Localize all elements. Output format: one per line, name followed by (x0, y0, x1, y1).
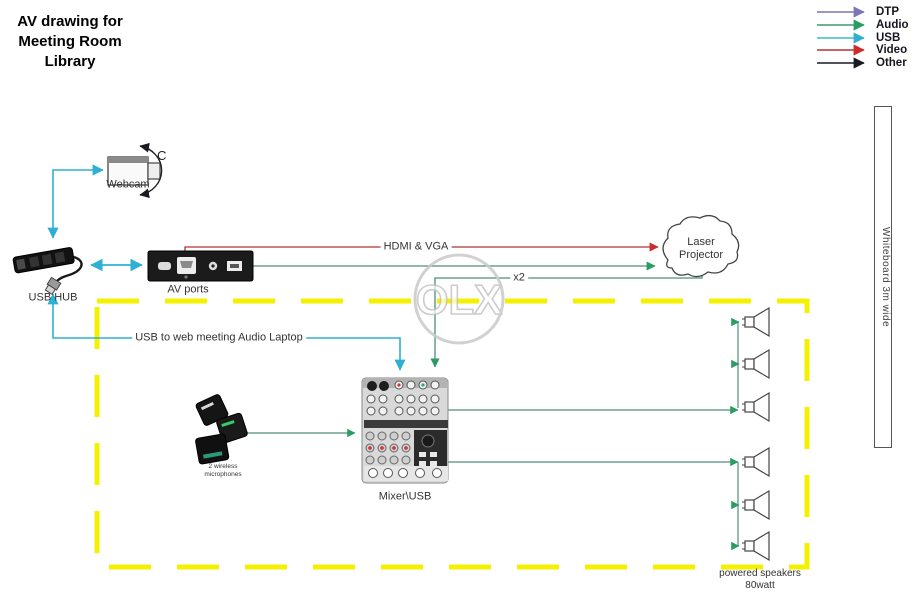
watermark-text: OLX (416, 276, 502, 323)
webcam-label: Webcam (106, 178, 150, 191)
mixer-label: Mixer\USB (378, 490, 432, 503)
speaker-group (741, 307, 770, 561)
speaker-icon (741, 349, 770, 379)
speaker-icon (741, 392, 770, 422)
x2-wire-label: x2 (510, 271, 528, 285)
speaker-icon (741, 490, 770, 520)
laser-projector-icon (662, 214, 740, 278)
mixer-icon (361, 377, 449, 484)
legend-label-audio: Audio (876, 19, 909, 31)
usb-hub-icon (12, 247, 83, 296)
speaker-icon (741, 531, 770, 561)
usb-hub-label: USB HUB (28, 291, 78, 304)
hdmi-port-icon (158, 262, 171, 270)
speaker-icon (741, 307, 770, 337)
wire-hub-webcam (47, 164, 104, 239)
webcam-icon (107, 142, 163, 199)
speaker-icon (741, 447, 770, 477)
av-ports-icon (147, 250, 254, 282)
legend-label-dtp: DTP (876, 6, 899, 18)
powered-speakers-label: powered speakers 80watt (719, 568, 801, 591)
rotation-arrow-icon (139, 142, 163, 199)
legend-label-other: Other (876, 57, 907, 69)
legend-label-usb: USB (876, 32, 901, 44)
microphones-label: 2 wireless microphones (204, 462, 242, 478)
laser-projector-label: Laser Projector (678, 235, 724, 261)
watermark: OLX (413, 253, 505, 345)
page-title: AV drawing for Meeting Room Library (17, 13, 123, 70)
wire-mixer-bottom-speakers (448, 457, 740, 551)
room-boundary (94, 298, 810, 570)
wire-hdmi-vga (184, 242, 659, 252)
legend-label-video: Video (876, 44, 908, 56)
wireless-mics-icon (195, 394, 248, 465)
hdmi-vga-wire-label: HDMI & VGA (380, 240, 452, 254)
whiteboard: Whiteboard 3m wide (874, 106, 892, 448)
legend-arrows (817, 6, 865, 69)
rotation-mark: C (157, 148, 166, 163)
usb-laptop-wire-label: USB to web meeting Audio Laptop (132, 331, 306, 345)
wire-mixer-top-speakers (448, 317, 740, 415)
av-ports-label: AV ports (167, 283, 209, 296)
